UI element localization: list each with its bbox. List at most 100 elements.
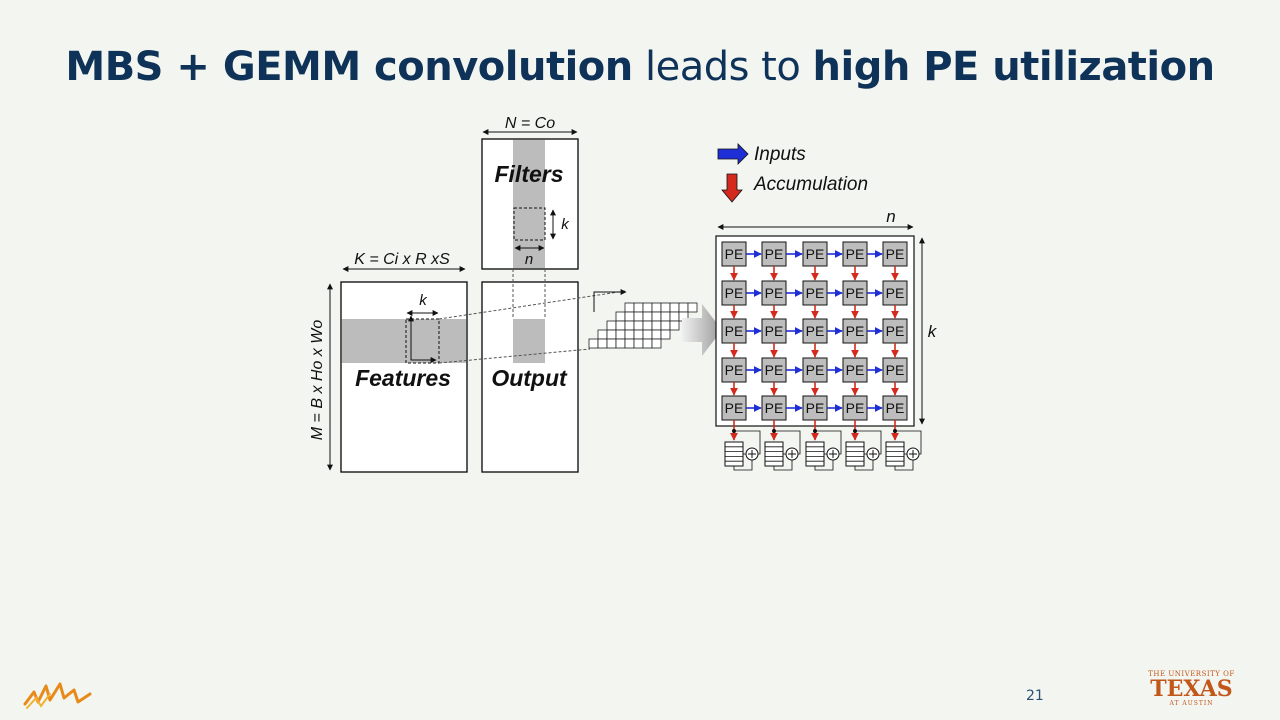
pe-label: PE — [725, 323, 744, 339]
pe-label: PE — [806, 323, 825, 339]
skew-grid-cell — [642, 338, 653, 349]
pe-label: PE — [806, 362, 825, 378]
skew-grid-cell — [597, 338, 608, 349]
skew-direction-arrow — [593, 289, 627, 312]
filter-n-label: n — [525, 251, 533, 268]
pe-cell: PE — [802, 280, 828, 306]
accumulator — [764, 429, 801, 471]
skew-grid-cell — [606, 320, 617, 331]
skew-grid-cell — [633, 320, 644, 331]
pe-label: PE — [846, 323, 865, 339]
accumulator — [885, 429, 922, 471]
pe-cell: PE — [882, 395, 908, 421]
skew-grid-cell — [669, 311, 680, 322]
lab-logo — [23, 682, 92, 709]
skew-grid-cell — [624, 338, 635, 349]
filters-label: Filters — [494, 161, 563, 187]
pe-cell: PE — [882, 318, 908, 344]
feed-arrow — [682, 304, 722, 356]
pe-label: PE — [886, 246, 905, 262]
title-part-1: MBS + GEMM convolution — [65, 44, 633, 90]
pe-label: PE — [806, 285, 825, 301]
pe-label: PE — [886, 362, 905, 378]
pe-cell: PE — [721, 280, 747, 306]
pe-cell: PE — [721, 318, 747, 344]
skew-grid-cell — [633, 311, 644, 322]
pe-cell: PE — [802, 241, 828, 267]
m-equation-label: M = B x Ho x Wo — [309, 320, 326, 441]
accumulator-row — [724, 429, 922, 471]
skew-grid-cell — [687, 302, 698, 313]
filters-matrix: Filters k n — [481, 138, 579, 270]
skew-grid-cell — [651, 311, 662, 322]
skew-grid-cell — [651, 320, 662, 331]
skew-grid-cell — [615, 320, 626, 331]
skew-grid-cell — [588, 338, 599, 349]
skew-grid-cell — [642, 320, 653, 331]
legend-inputs-label: Inputs — [754, 144, 806, 165]
array-n-label: n — [886, 207, 895, 226]
accumulator — [805, 429, 842, 471]
ut-logo-top: THE UNIVERSITY OF — [1148, 670, 1235, 678]
skew-grid-cell — [669, 320, 680, 331]
pe-cell: PE — [721, 357, 747, 383]
pe-cell: PE — [761, 280, 787, 306]
skew-grid-cell — [633, 329, 644, 340]
skew-grid-cell — [624, 302, 635, 313]
output-matrix: Output — [481, 281, 579, 473]
pe-cell: PE — [721, 241, 747, 267]
features-label: Features — [355, 365, 451, 391]
pe-cell: PE — [882, 357, 908, 383]
pe-cell: PE — [721, 395, 747, 421]
pe-cell: PE — [802, 318, 828, 344]
page-number: 21 — [1026, 688, 1044, 704]
skew-grid-cell — [669, 302, 680, 313]
skew-grid-cell — [651, 302, 662, 313]
pe-cell: PE — [761, 318, 787, 344]
skew-grid-cell — [624, 329, 635, 340]
pe-label: PE — [846, 285, 865, 301]
skew-grid-cell — [651, 329, 662, 340]
title-part-3: high PE utilization — [812, 44, 1216, 90]
skew-grid-cell — [642, 311, 653, 322]
skew-grid-cell — [606, 329, 617, 340]
skew-grid-cell — [642, 302, 653, 313]
skew-grid-cell — [624, 320, 635, 331]
pe-cell: PE — [842, 357, 868, 383]
array-k-label: k — [928, 322, 938, 341]
pe-cell: PE — [842, 395, 868, 421]
pe-cell: PE — [842, 318, 868, 344]
skew-grid-cell — [615, 338, 626, 349]
features-matrix: k Features — [340, 281, 468, 473]
accumulator — [724, 429, 761, 471]
skew-grid-cell — [624, 311, 635, 322]
pe-cell: PE — [842, 280, 868, 306]
skew-grid-cell — [606, 338, 617, 349]
skewed-input-grid — [588, 302, 698, 349]
pe-cell: PE — [842, 241, 868, 267]
skew-grid-cell — [660, 302, 671, 313]
pe-label: PE — [886, 285, 905, 301]
legend-accumulation-arrow-icon — [721, 173, 743, 203]
pe-cell: PE — [882, 241, 908, 267]
legend-input-arrow-icon — [717, 143, 749, 165]
skew-grid-cell — [642, 329, 653, 340]
title-part-2: leads to — [632, 44, 813, 90]
pe-label: PE — [806, 246, 825, 262]
pe-label: PE — [725, 285, 744, 301]
pe-label: PE — [725, 246, 744, 262]
pe-label: PE — [765, 285, 784, 301]
pe-label: PE — [765, 323, 784, 339]
ut-austin-logo: THE UNIVERSITY OF TEXAS AT AUSTIN — [1144, 670, 1239, 707]
skew-grid-cell — [651, 338, 662, 349]
pe-label: PE — [725, 362, 744, 378]
pe-label: PE — [765, 400, 784, 416]
skew-grid-cell — [633, 302, 644, 313]
legend-accumulation-label: Accumulation — [753, 174, 868, 195]
pe-cell: PE — [761, 241, 787, 267]
ut-logo-bottom: AT AUSTIN — [1169, 700, 1214, 707]
pe-cell: PE — [761, 357, 787, 383]
legend: Inputs Accumulation — [717, 143, 868, 203]
pe-label: PE — [886, 323, 905, 339]
